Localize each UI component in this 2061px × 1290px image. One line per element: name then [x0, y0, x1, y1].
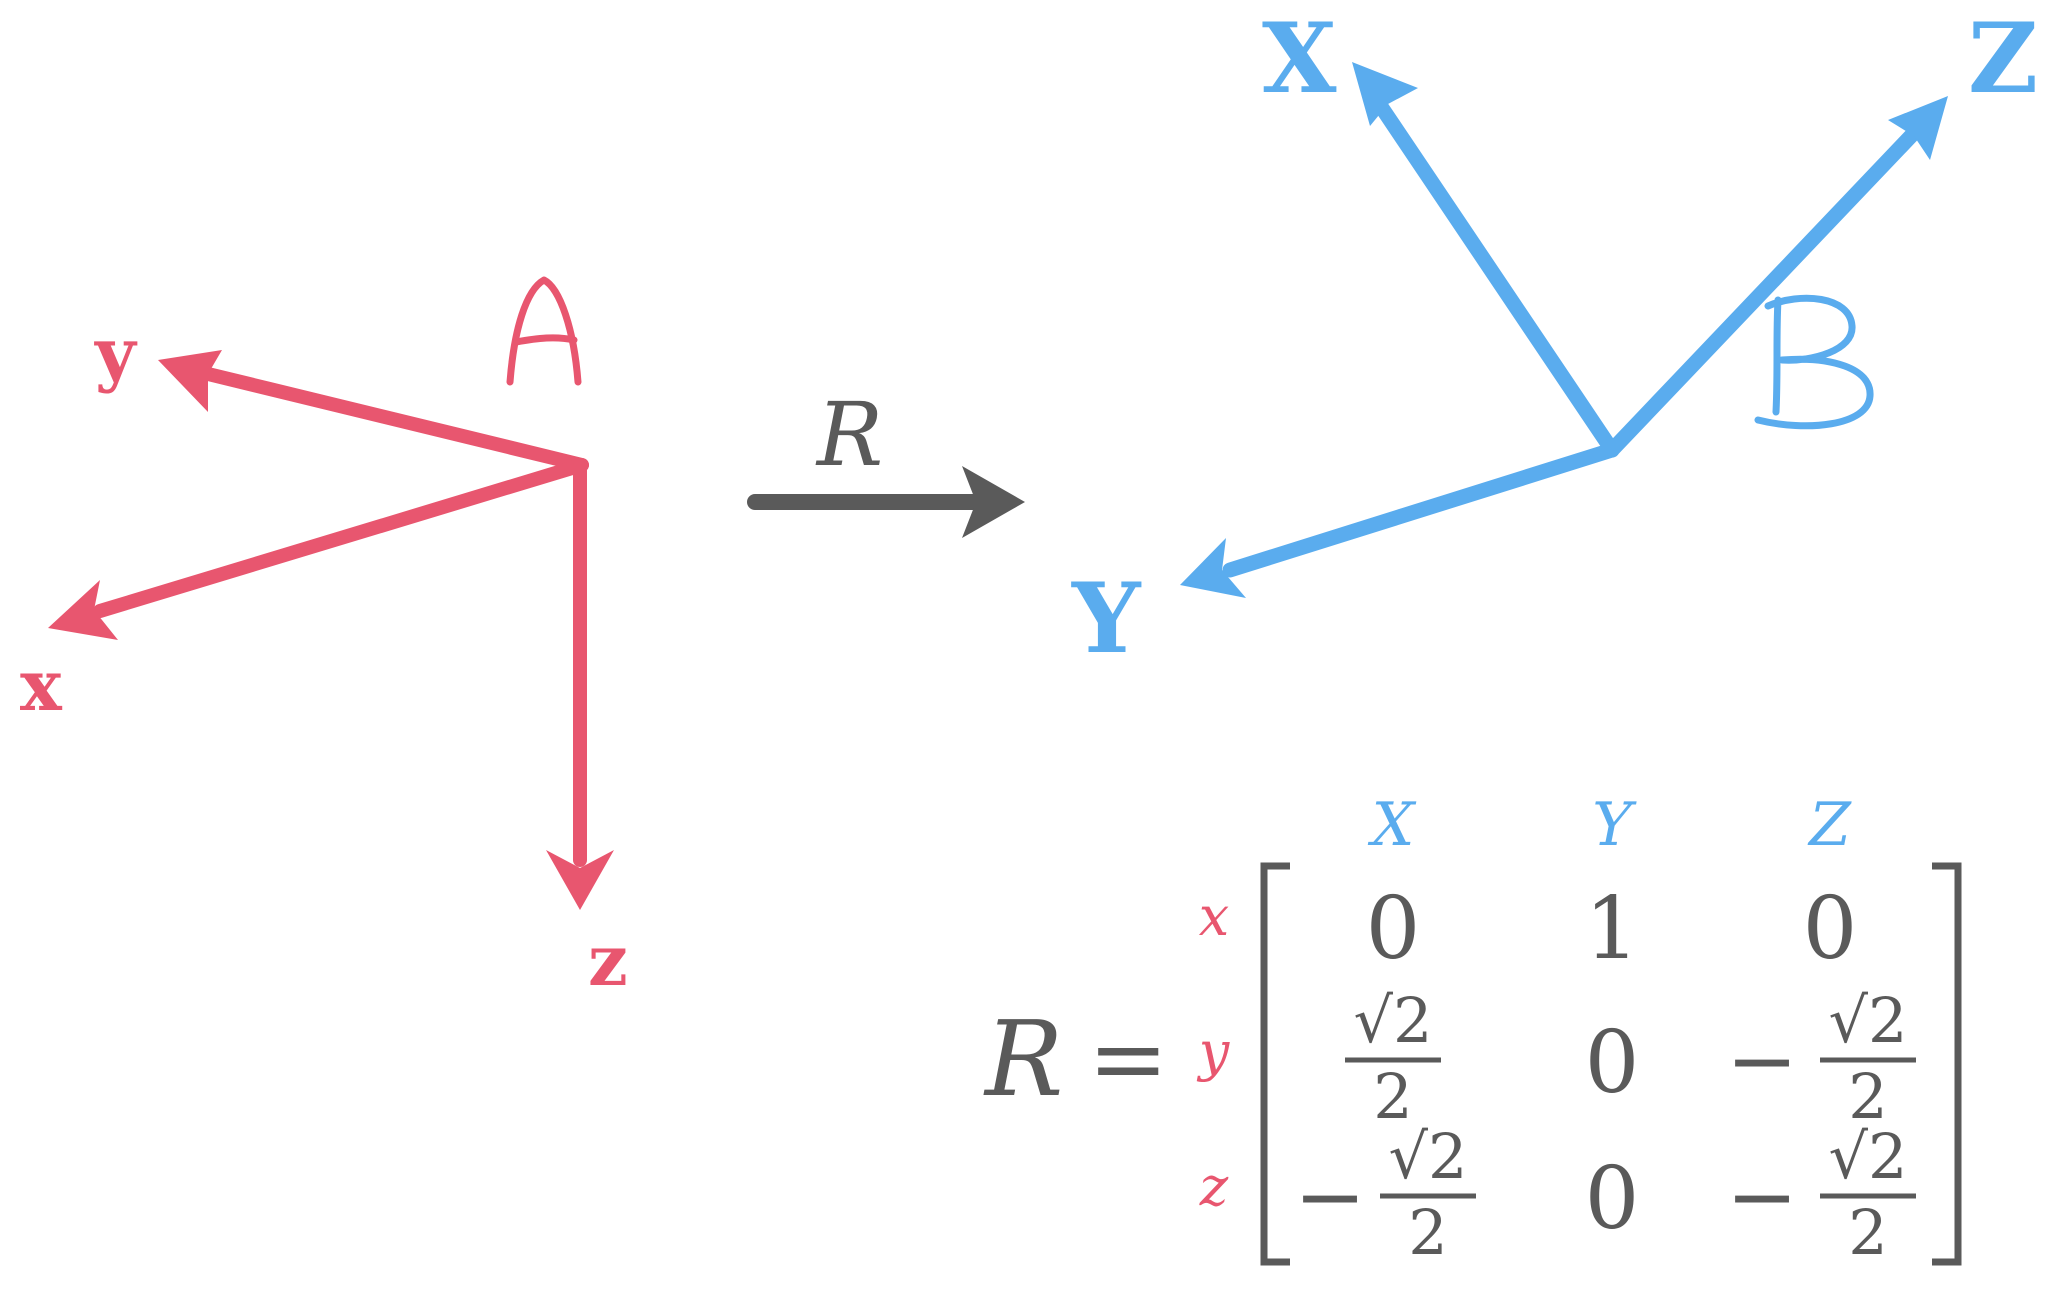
matrix-row-header-y: y [1197, 1020, 1231, 1083]
frame-a [48, 350, 614, 910]
minus-sign: − [1294, 1147, 1366, 1247]
frame-a-z-arrowhead [546, 850, 614, 910]
minus-sign: − [1726, 1011, 1798, 1111]
fraction-numerator: √2 [1389, 1120, 1468, 1193]
fraction-numerator: √2 [1829, 1120, 1908, 1193]
matrix-entry-2-3: − √2 2 [1726, 984, 1916, 1133]
fraction-denominator: 2 [1848, 1196, 1887, 1269]
matrix-entry-1-2: 1 [1585, 879, 1640, 979]
frame-b-y-axis [1222, 442, 1620, 578]
matrix-entry-1-3: 0 [1803, 879, 1858, 979]
frame-a-x-axis [93, 458, 589, 618]
frame-b-y-label: Y [1071, 562, 1142, 675]
transform-label: R [815, 383, 883, 486]
matrix-row-header-z: z [1199, 1155, 1229, 1218]
frame-a-z-label: z [588, 919, 628, 1002]
frame-b [1180, 62, 1948, 598]
matrix-entry-2-2: 0 [1585, 1013, 1640, 1113]
fraction-numerator: √2 [1829, 984, 1908, 1057]
matrix-entry-3-1: − √2 2 [1294, 1120, 1476, 1269]
frame-b-name [1754, 294, 1874, 430]
matrix-row-header-x: x [1199, 885, 1229, 948]
matrix-entry-3-2: 0 [1585, 1149, 1640, 1249]
frame-a-x-arrowhead [48, 580, 118, 640]
frame-b-z-axis [1604, 127, 1920, 458]
matrix-col-header-x: X [1368, 790, 1417, 860]
fraction-numerator: √2 [1354, 984, 1433, 1057]
transform-arrow [747, 466, 1025, 538]
frame-a-y-axis [193, 365, 589, 472]
frame-a-name-text: A [544, 298, 545, 301]
frame-a-x-label: x [20, 644, 63, 727]
matrix-col-header-y: Y [1592, 790, 1637, 860]
matrix-right-bracket [1932, 862, 1962, 1266]
frame-a-y-label: y [94, 312, 138, 395]
frame-a-name [506, 276, 582, 386]
frame-b-y-arrowhead [1180, 538, 1246, 598]
frame-a-y-arrowhead [158, 350, 222, 412]
fraction-denominator: 2 [1408, 1196, 1447, 1269]
matrix-entry-1-1: 0 [1366, 879, 1421, 979]
matrix-lhs: R [983, 998, 1063, 1120]
frame-b-x-label: X [1262, 2, 1337, 115]
frame-b-x-axis [1374, 100, 1620, 458]
matrix-left-bracket [1260, 862, 1290, 1266]
frame-b-z-label: Z [1968, 2, 2038, 115]
fraction-denominator: 2 [1373, 1060, 1412, 1133]
matrix-equals: = [1088, 1003, 1168, 1115]
fraction-denominator: 2 [1848, 1060, 1887, 1133]
minus-sign: − [1726, 1147, 1798, 1247]
frame-b-z-arrowhead [1888, 96, 1948, 160]
matrix-entry-2-1: √2 2 [1345, 984, 1441, 1133]
frame-b-x-arrowhead [1352, 62, 1418, 126]
matrix-entry-3-3: − √2 2 [1726, 1120, 1916, 1269]
rotation-matrix-equation: R = X Y Z x y z 0 1 0 √2 2 0 − √2 2 [983, 790, 1962, 1269]
matrix-col-header-z: Z [1807, 790, 1852, 860]
